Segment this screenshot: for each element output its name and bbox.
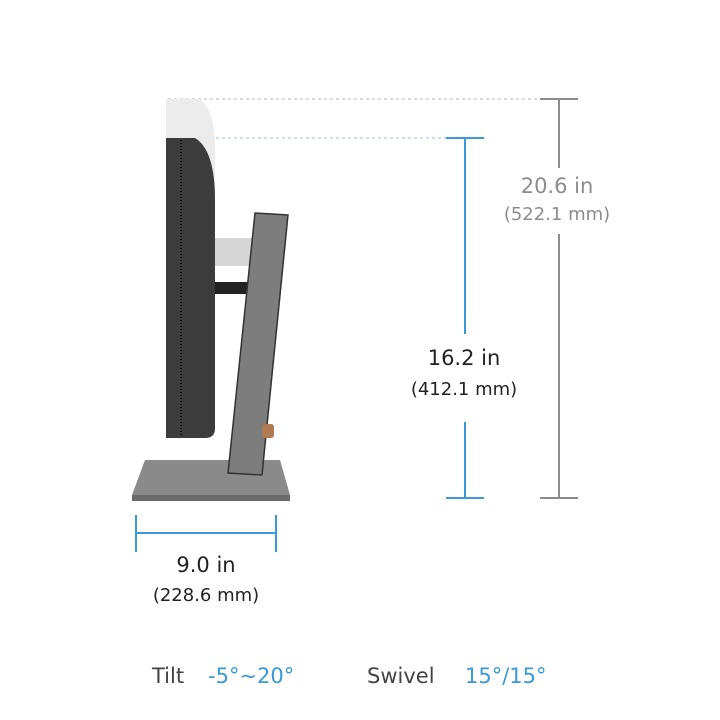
cable-clip (262, 424, 274, 438)
panel-height-measure (446, 137, 484, 499)
stand-hinge (215, 238, 255, 266)
panel-height-metric: (412.1 mm) (410, 379, 518, 400)
swivel-label: Swivel (367, 664, 435, 688)
tilt-label: Tilt (152, 664, 185, 688)
monitor-body (166, 138, 215, 438)
swivel-value: 15°/15° (465, 664, 547, 688)
total-height-metric: (522.1 mm) (503, 204, 611, 225)
panel-height-imperial: 16.2 in (427, 346, 501, 370)
total-height-measure (540, 98, 578, 499)
base-depth-measure (135, 515, 277, 552)
stand-base (132, 460, 290, 495)
stand-arm (227, 212, 289, 476)
tilt-value: -5°~20° (208, 664, 295, 688)
base-depth-metric: (228.6 mm) (152, 585, 260, 606)
total-height-imperial: 20.6 in (520, 174, 594, 198)
base-depth-imperial: 9.0 in (176, 553, 236, 577)
